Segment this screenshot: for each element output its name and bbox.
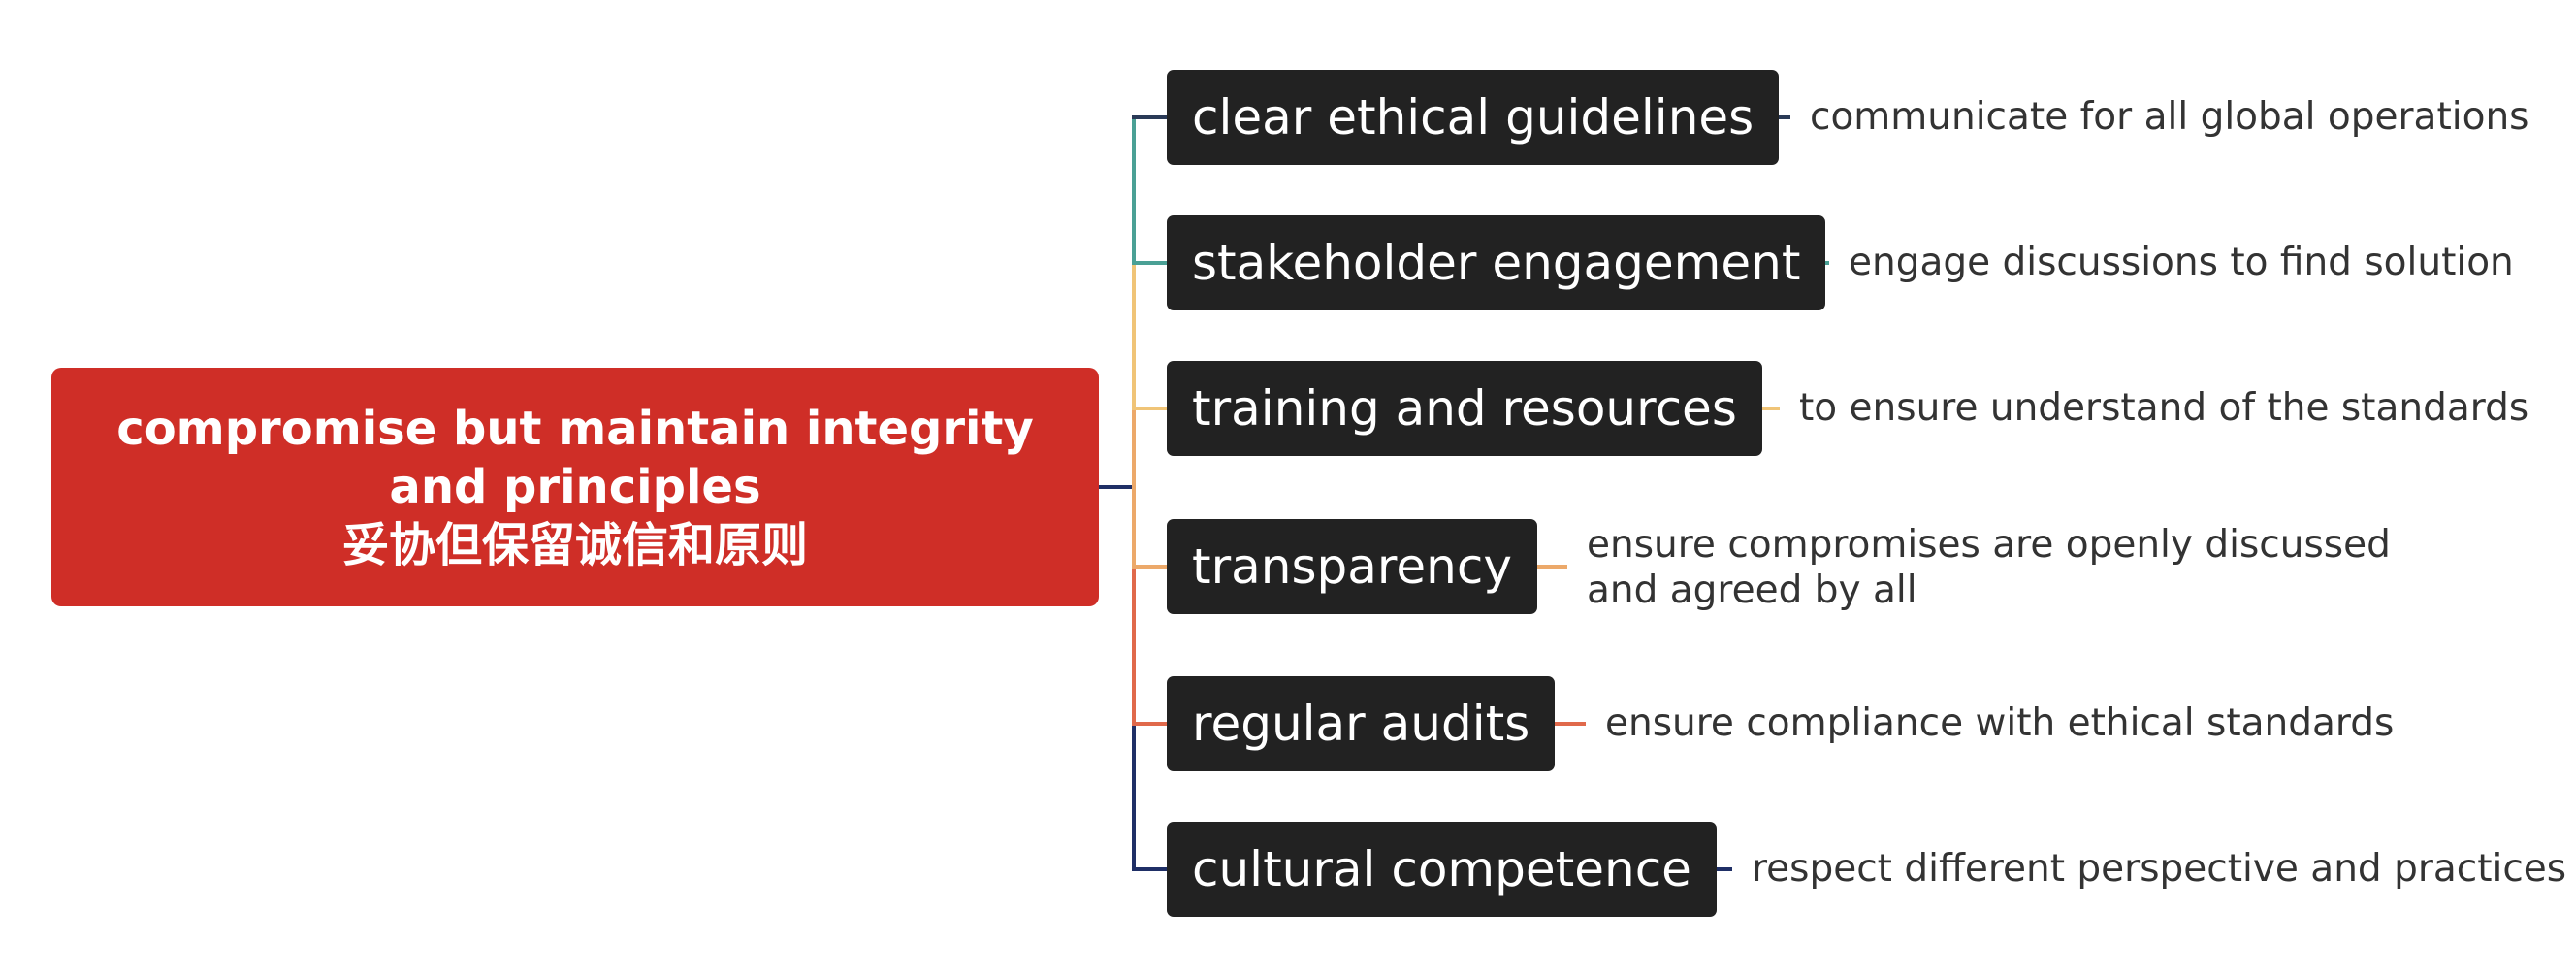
branch-regular-audits[interactable]: regular audits: [1167, 676, 1556, 771]
detail-cultural-competence[interactable]: respect different perspective and practi…: [1752, 846, 2566, 892]
detail-text: communicate for all global operations: [1810, 95, 2529, 139]
branch-label: clear ethical guidelines: [1192, 89, 1755, 146]
detail-transparency[interactable]: ensure compromises are openly discussed …: [1587, 522, 2460, 613]
detail-clear-ethical-guidelines[interactable]: communicate for all global operations: [1810, 94, 2528, 140]
branch-clear-ethical-guidelines[interactable]: clear ethical guidelines: [1167, 70, 1780, 165]
detail-stakeholder-engagement[interactable]: engage discussions to find solution: [1849, 240, 2514, 285]
detail-regular-audits[interactable]: ensure compliance with ethical standards: [1605, 700, 2394, 746]
central-topic-title-en: compromise but maintain integrity and pr…: [116, 402, 1034, 514]
branch-label: stakeholder engagement: [1192, 235, 1801, 291]
branch-label: transparency: [1192, 538, 1512, 595]
branch-training-and-resources[interactable]: training and resources: [1167, 361, 1762, 456]
detail-text: engage discussions to find solution: [1849, 241, 2514, 284]
branch-label: regular audits: [1192, 696, 1530, 752]
branch-transparency[interactable]: transparency: [1167, 519, 1537, 614]
detail-text: respect different perspective and practi…: [1752, 847, 2567, 891]
detail-training-and-resources[interactable]: to ensure understand of the standards: [1799, 385, 2528, 431]
branch-cultural-competence[interactable]: cultural competence: [1167, 822, 1717, 917]
branch-label: cultural competence: [1192, 841, 1691, 897]
branch-label: training and resources: [1192, 380, 1737, 437]
branch-stakeholder-engagement[interactable]: stakeholder engagement: [1167, 215, 1826, 310]
detail-text: ensure compliance with ethical standards: [1605, 701, 2395, 745]
detail-text: ensure compromises are openly discussed …: [1587, 523, 2391, 612]
detail-text: to ensure understand of the standards: [1799, 386, 2529, 430]
central-topic-title-zh: 妥协但保留诚信和原则: [341, 518, 808, 572]
central-topic[interactable]: compromise but maintain integrity and pr…: [51, 368, 1099, 606]
